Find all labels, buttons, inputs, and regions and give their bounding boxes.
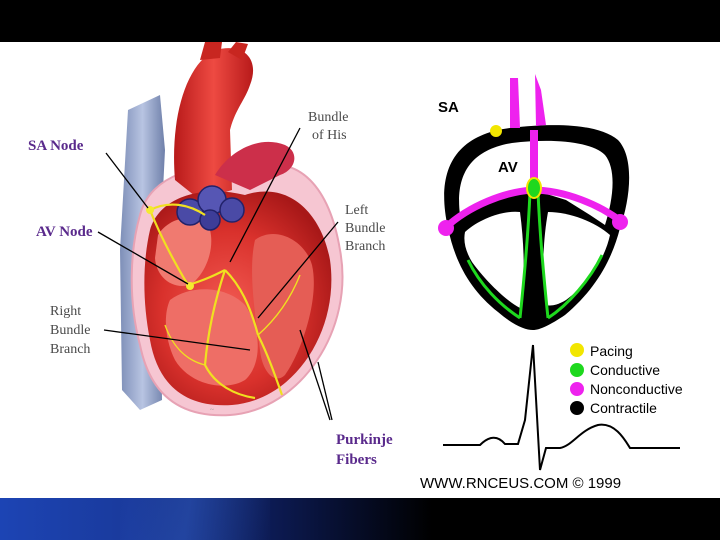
aorta-branch (200, 42, 222, 60)
label-left-bundle-2: Bundle (345, 221, 385, 236)
right-atrium (155, 218, 212, 286)
nonconductive-node (438, 220, 454, 236)
schematic-av-label: AV (498, 159, 518, 176)
legend-item-conductive: Conductive (570, 362, 660, 378)
heart-labels: SA Node AV Node Bundle of His Left Bundl… (28, 110, 393, 468)
legend-swatch-conductive (570, 363, 584, 377)
label-bundle-of-his-1: Bundle (308, 110, 348, 125)
nonconductive-node (612, 214, 628, 230)
leader-lines (97, 127, 339, 421)
heart-illustration: ~ (120, 42, 344, 417)
bottom-bar-streak (120, 498, 270, 540)
aorta (174, 48, 254, 201)
schematic-sa-label: SA (438, 99, 459, 116)
sa-node (490, 125, 502, 137)
legend-swatch-nonconductive (570, 382, 584, 396)
pulmonary-artery (215, 141, 295, 190)
schematic-left-chamber (464, 211, 524, 308)
slide-content: ~ SA Node AV Node Bundle of His Left Bun… (0, 42, 720, 498)
artist-signature: ~ (210, 406, 214, 414)
legend-label-nonconductive: Nonconductive (590, 381, 683, 397)
label-left-bundle-3: Branch (345, 239, 385, 254)
label-right-bundle-2: Bundle (50, 323, 90, 338)
top-black-bar (0, 0, 720, 42)
label-bundle-of-his-2: of His (312, 128, 347, 143)
ecg-trace (443, 344, 680, 471)
label-sa-node: SA Node (28, 138, 84, 154)
legend-label-pacing: Pacing (590, 343, 633, 359)
nonconductive-vessel (535, 74, 546, 126)
right-ventricle (165, 289, 258, 386)
schematic-right-chamber (543, 212, 610, 306)
conduction-schematic: SA AV (438, 74, 630, 330)
legend-swatch-pacing (570, 343, 584, 357)
nonconductive-septum (530, 130, 538, 185)
legend-swatch-contractile (570, 401, 584, 415)
av-node (526, 177, 542, 199)
legend-item-pacing: Pacing (570, 343, 633, 359)
bottom-gradient-bar (0, 498, 720, 540)
label-av-node: AV Node (36, 224, 93, 240)
conduction-pathway (148, 203, 301, 400)
heart-conduction-diagram: ~ SA Node AV Node Bundle of His Left Bun… (28, 42, 683, 492)
label-left-bundle-1: Left (345, 203, 368, 218)
legend-label-conductive: Conductive (590, 362, 660, 378)
label-purkinje-2: Fibers (336, 452, 377, 468)
legend: Pacing Conductive Nonconductive Contract… (570, 343, 683, 416)
label-right-bundle-1: Right (50, 304, 81, 319)
legend-item-nonconductive: Nonconductive (570, 381, 683, 397)
label-purkinje-1: Purkinje (336, 432, 393, 448)
aorta-branch (228, 42, 248, 60)
legend-item-contractile: Contractile (570, 400, 657, 416)
legend-label-contractile: Contractile (590, 400, 657, 416)
credit-text: WWW.RNCEUS.COM © 1999 (420, 475, 621, 492)
label-right-bundle-3: Branch (50, 342, 90, 357)
conductive-pathway (466, 191, 604, 320)
nonconductive-vessel (510, 78, 520, 128)
